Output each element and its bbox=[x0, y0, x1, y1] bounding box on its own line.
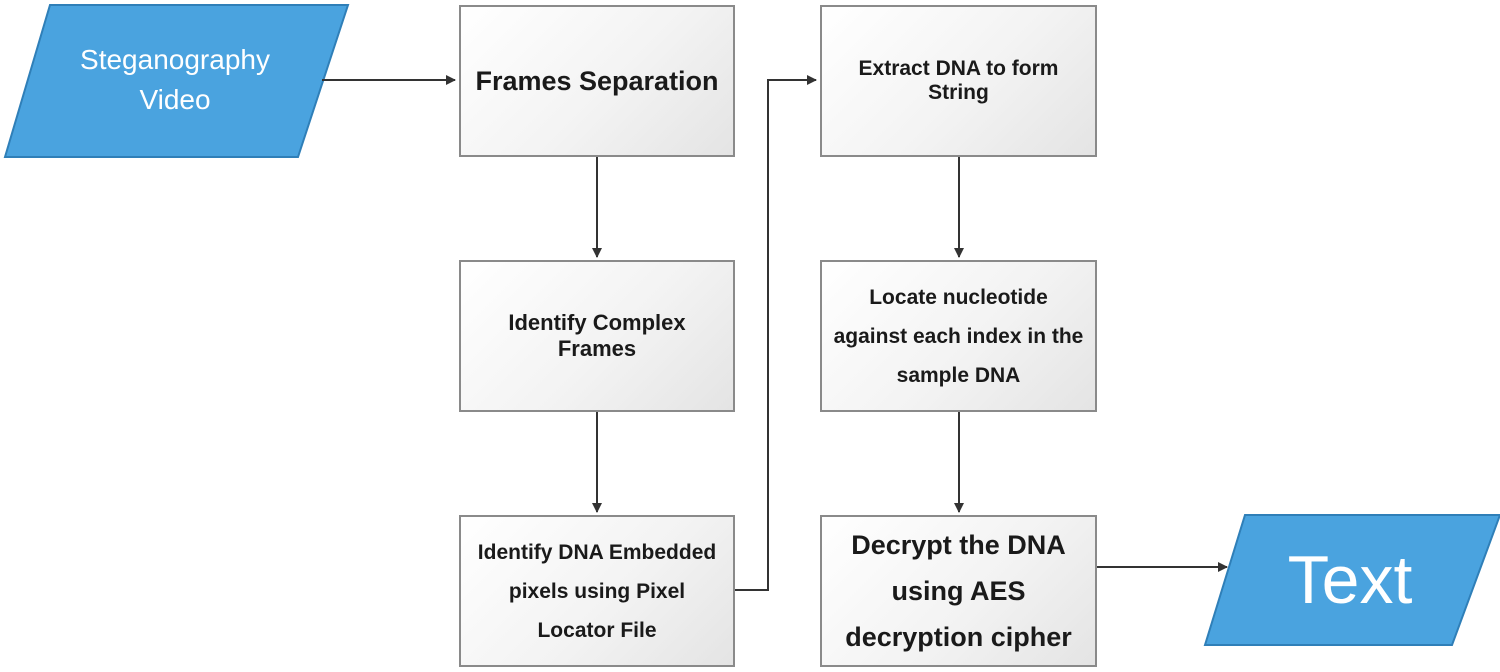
step-identify-dna-pixels-label: Identify DNA Embedded pixels using Pixel… bbox=[477, 540, 717, 642]
arrow-pixels-to-extract bbox=[735, 75, 817, 591]
step-frames-separation-label: Frames Separation bbox=[475, 65, 719, 96]
step-identify-complex-frames-label: Identify Complex Frames bbox=[508, 310, 686, 361]
input-parallelogram bbox=[3, 4, 350, 158]
output-label: Text bbox=[1240, 520, 1460, 640]
step-locate-nucleotide-label: Locate nucleotide against each index in … bbox=[833, 285, 1084, 387]
step-identify-complex-frames: Identify Complex Frames bbox=[459, 260, 735, 412]
step-extract-dna: Extract DNA to form String bbox=[820, 5, 1097, 157]
output-parallelogram bbox=[1203, 514, 1500, 646]
input-label: Steganography Video bbox=[60, 30, 290, 130]
input-label-text: Steganography Video bbox=[80, 44, 270, 115]
step-decrypt-dna: Decrypt the DNA using AES decryption cip… bbox=[820, 515, 1097, 667]
step-extract-dna-label: Extract DNA to form String bbox=[858, 57, 1059, 104]
step-frames-separation: Frames Separation bbox=[459, 5, 735, 157]
step-decrypt-dna-label: Decrypt the DNA using AES decryption cip… bbox=[845, 530, 1072, 652]
step-identify-dna-pixels: Identify DNA Embedded pixels using Pixel… bbox=[459, 515, 735, 667]
output-label-text: Text bbox=[1287, 542, 1413, 618]
step-locate-nucleotide: Locate nucleotide against each index in … bbox=[820, 260, 1097, 412]
